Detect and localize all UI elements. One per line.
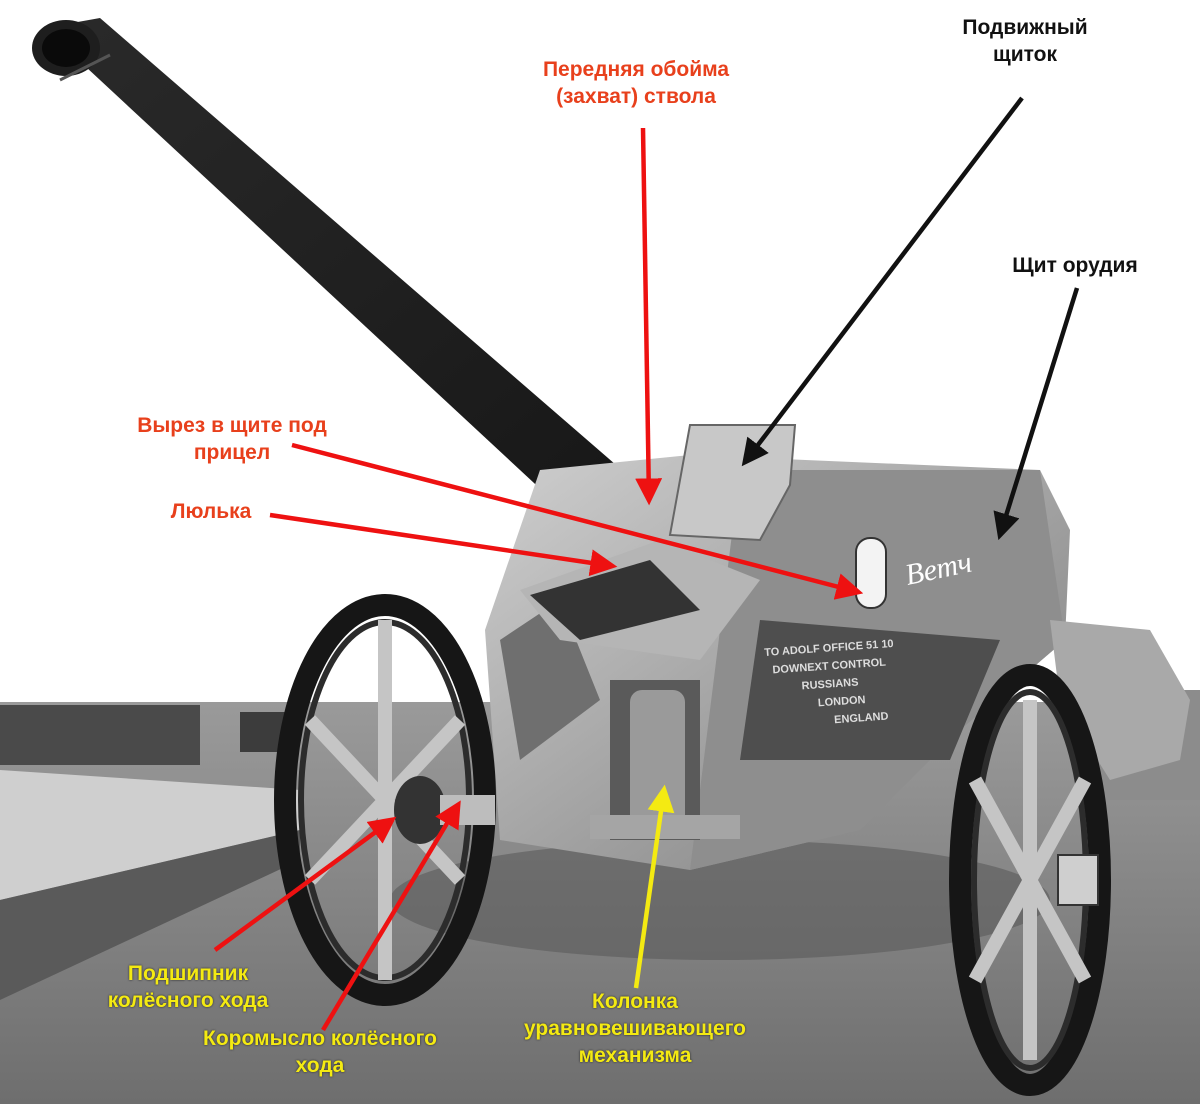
gun-cradle — [520, 540, 760, 840]
label-gun-shield: Щит орудия — [1012, 254, 1138, 277]
label-sight-cutout: Вырез в щите под прицел — [137, 414, 327, 464]
stencil-line: LONDON — [818, 694, 866, 709]
right-wheel — [949, 664, 1111, 1096]
stencil-line: RUSSIANS — [801, 676, 859, 692]
left-wheel — [274, 594, 496, 1006]
stencil-line: ENGLAND — [834, 710, 889, 726]
arrow-movable-shield — [741, 96, 1024, 467]
ground-shadow — [390, 840, 1050, 960]
label-movable-shield: Подвижный щиток — [962, 16, 1088, 66]
arrow-sight-cutout — [291, 442, 864, 600]
arrow-wheel-bearing — [213, 816, 397, 952]
arrow-gun-shield — [993, 287, 1080, 541]
arrow-balancer-column — [633, 784, 675, 989]
gun-barrel — [32, 18, 720, 600]
label-balancer-column: Колонка уравновешивающего механизма — [524, 990, 746, 1067]
arrow-wheel-rocker — [321, 800, 461, 1032]
label-wheel-rocker: Коромысло колёсного хода — [203, 1027, 437, 1077]
arrow-cradle — [269, 512, 618, 577]
arrow-front-clip — [635, 127, 663, 506]
label-front-clip: Передняя обойма (захват) ствола — [542, 58, 730, 108]
label-cradle: Люлька — [170, 500, 252, 523]
label-wheel-bearing: Подшипник колёсного хода — [107, 962, 269, 1012]
